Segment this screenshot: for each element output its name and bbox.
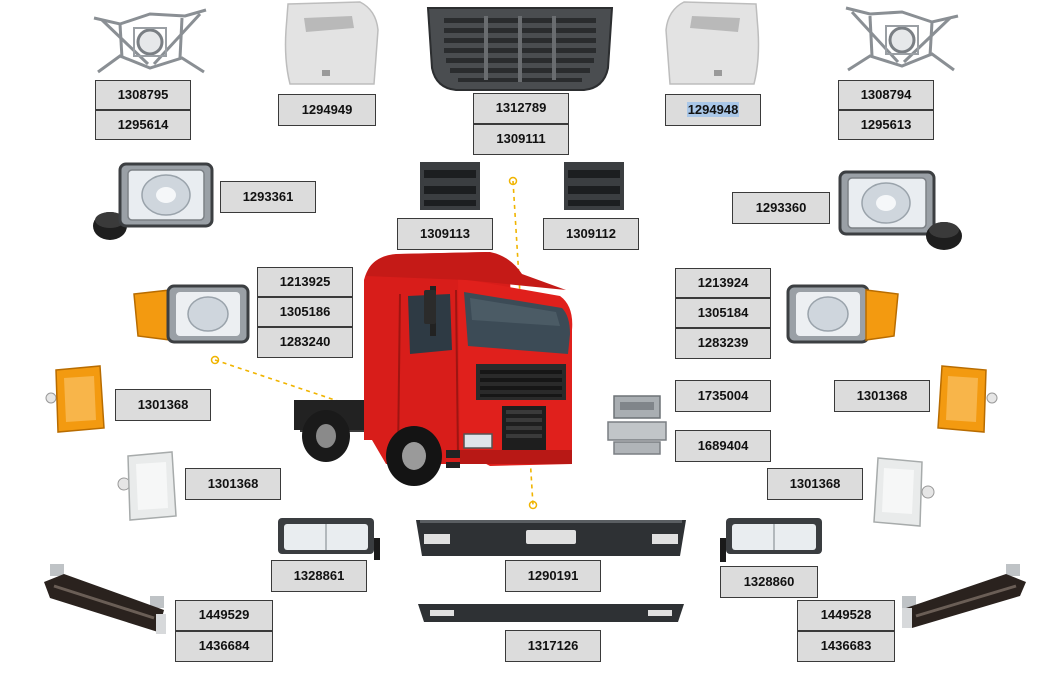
part-number-label: 1305186 (257, 297, 353, 327)
part-number-label: 1309112 (543, 218, 639, 250)
indicator-lamp-amber-right (937, 365, 998, 433)
part-number-label: 1449528 (797, 600, 895, 631)
part-number-label: 1436683 (797, 631, 895, 662)
part-number-label: 1328860 (720, 566, 818, 598)
part-number-label: 1312789 (473, 93, 569, 124)
indicator-lamp-clear-left (117, 451, 177, 521)
part-number-label: 1689404 (675, 430, 771, 462)
part-number-label: 1308794 (838, 80, 934, 110)
part-number-label: 1301368 (834, 380, 930, 412)
indicator-lamp-amber-left (45, 365, 105, 433)
truck-cab (294, 252, 573, 486)
step-bracket (607, 395, 667, 455)
part-number-label: 1328861 (271, 560, 367, 592)
part-number-label: 1449529 (175, 600, 273, 631)
part-number-label: 1436684 (175, 631, 273, 662)
part-number-label: 1309113 (397, 218, 493, 250)
bumper-bracket-right (902, 564, 1026, 628)
front-bumper-upper (416, 520, 686, 556)
part-number-label: 1317126 (505, 630, 601, 662)
part-number-label: 1295614 (95, 110, 191, 140)
part-number-label: 1301368 (115, 389, 211, 421)
cab-step-right (564, 162, 624, 210)
combination-lamp-left (133, 284, 250, 344)
part-number-label: 1283239 (675, 328, 771, 359)
part-number-label: 1293360 (732, 192, 830, 224)
part-number-label: 1309111 (473, 124, 569, 155)
part-number-label: 1294949 (278, 94, 376, 126)
part-number-label: 1301368 (185, 468, 281, 500)
headlamp-left (93, 162, 214, 240)
part-number-label: 1308795 (95, 80, 191, 110)
part-number-label: 1283240 (257, 327, 353, 358)
indicator-lamp-clear-right (873, 457, 935, 527)
mirror-bracket-right (845, 6, 959, 72)
front-bumper-lower (418, 604, 684, 622)
fog-lamp-left (278, 518, 380, 560)
part-number-label: 1735004 (675, 380, 771, 412)
headlamp-right (838, 170, 962, 250)
combination-lamp-right (786, 284, 899, 344)
part-number-label: 1293361 (220, 181, 316, 213)
fog-lamp-right (720, 518, 822, 562)
selected-text: 1294948 (686, 102, 740, 117)
corner-panel-right (665, 1, 760, 85)
part-number-label: 1213924 (675, 268, 771, 298)
corner-panel-left (284, 1, 379, 85)
bumper-bracket-left (44, 564, 166, 634)
part-number-label: 1301368 (767, 468, 863, 500)
part-number-label-highlighted: 1294948 (665, 94, 761, 126)
part-number-label: 1295613 (838, 110, 934, 140)
part-number-label: 1213925 (257, 267, 353, 297)
cab-step-left (420, 162, 480, 210)
part-number-label: 1290191 (505, 560, 601, 592)
mirror-bracket-left (93, 8, 207, 74)
part-number-label: 1305184 (675, 298, 771, 328)
front-grille (426, 7, 614, 91)
